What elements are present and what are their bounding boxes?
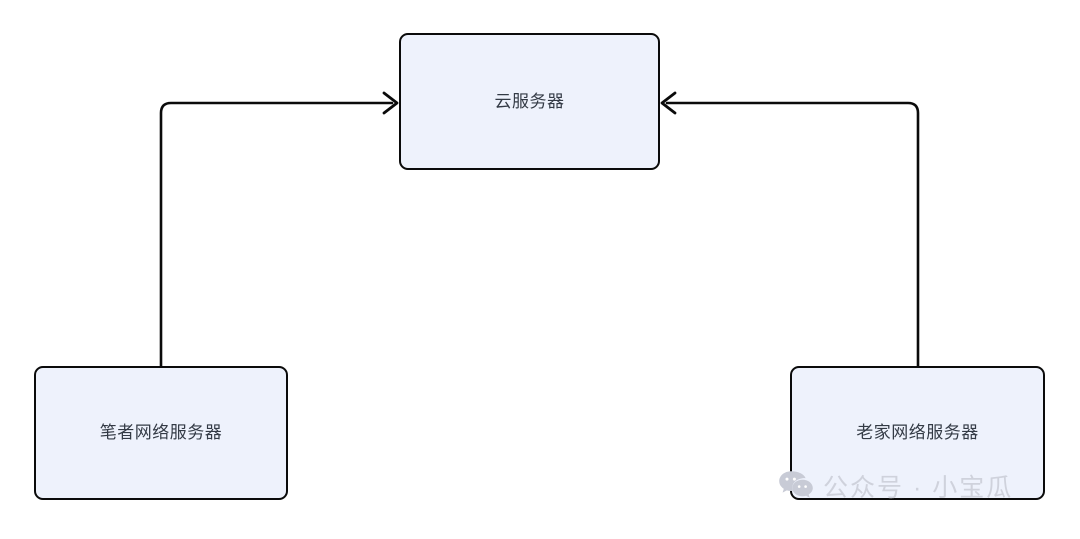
node-hometown-server[interactable]: 老家网络服务器 <box>790 366 1045 500</box>
node-author-server[interactable]: 笔者网络服务器 <box>34 366 288 500</box>
edge-hometown-to-cloud <box>660 91 920 368</box>
node-cloud-server-label: 云服务器 <box>494 91 565 111</box>
arrowhead-into-cloud-left <box>382 91 399 115</box>
node-cloud-server[interactable]: 云服务器 <box>399 33 660 170</box>
edge-author-to-cloud <box>159 91 399 368</box>
edge-hometown-to-cloud-path <box>665 101 920 368</box>
edge-author-to-cloud-path <box>159 101 394 368</box>
node-hometown-server-label: 老家网络服务器 <box>856 423 979 443</box>
arrowhead-into-cloud-right <box>660 91 677 115</box>
node-author-server-label: 笔者网络服务器 <box>99 423 223 443</box>
